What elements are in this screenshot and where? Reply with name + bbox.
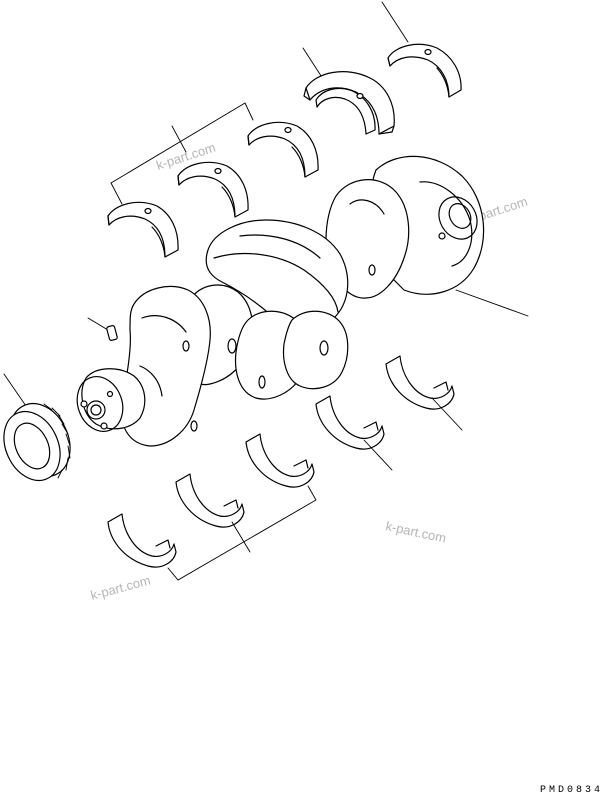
crankshaft-gear [3,373,71,482]
lower-main-bearing-4 [315,395,393,471]
leader-lines-lower [167,485,317,581]
watermark-3: k-part.com [384,518,447,545]
upper-thrust-bearing [303,71,395,135]
upper-main-bearing-right [387,43,462,98]
watermark-4: k-part.com [89,573,152,603]
upper-main-bearing-left [107,201,179,258]
upper-main-bearing-3 [247,121,319,178]
dowel-pin [87,317,118,341]
upper-main-bearing-2 [177,161,249,218]
crankshaft [76,155,485,447]
lower-main-bearing-2 [175,473,251,553]
leader-crankshaft [455,289,529,317]
lower-main-bearing-3 [245,433,315,488]
lower-main-bearing-5 [385,355,463,431]
lower-main-bearing-1 [107,513,177,568]
leader-lines-upper [110,1,409,205]
drawing-code: PMD0834 [540,785,603,796]
